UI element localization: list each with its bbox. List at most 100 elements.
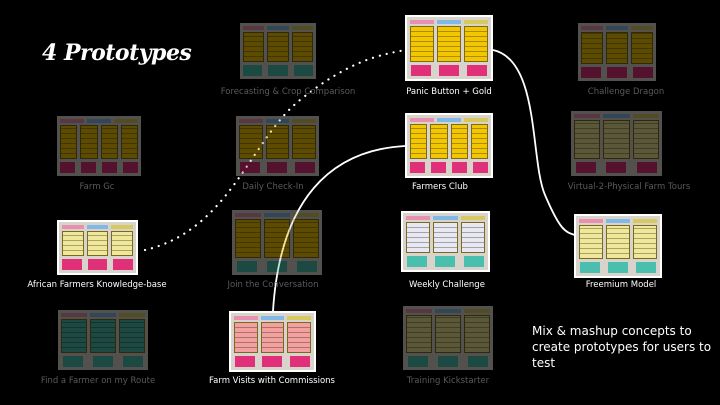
sticky-note <box>435 256 456 267</box>
sketch-sheet <box>433 222 458 253</box>
sketch-sheet <box>464 315 490 353</box>
sketch-sheet <box>579 225 603 259</box>
sticky-note <box>262 356 283 367</box>
sticky-note <box>123 162 138 173</box>
sticky-note <box>295 162 316 173</box>
concept-label: Farm Visits with Commissions <box>209 376 335 386</box>
sketch-sheet <box>60 125 78 159</box>
sticky-note <box>606 162 627 173</box>
sticky-note <box>452 162 467 173</box>
sticky-note <box>113 259 134 270</box>
sticky-note <box>438 356 458 367</box>
concept-thumbnail <box>229 311 316 372</box>
sketch-sheet <box>235 219 261 258</box>
sticky-note <box>576 162 597 173</box>
concept-label: Forecasting & Crop Comparison <box>220 87 356 97</box>
sticky-note <box>410 162 425 173</box>
sticky-note <box>60 162 75 173</box>
sticky-note <box>81 162 96 173</box>
sketch-sheet <box>265 125 290 159</box>
sticky-note <box>290 356 311 367</box>
connector-panic-to-freemium <box>492 49 576 236</box>
sketch-sheet <box>62 231 84 256</box>
sketch-sheet <box>632 120 659 159</box>
sticky-note <box>102 162 117 173</box>
sketch-sheet <box>430 124 448 159</box>
sketch-sheet <box>111 231 134 256</box>
sketch-sheet <box>435 315 461 353</box>
concept-label: Find a Farmer on my Route <box>40 376 156 386</box>
concept-label: African Farmers Knowledge-base <box>27 280 167 290</box>
sticky-note <box>636 262 656 273</box>
sketch-sheet <box>464 26 488 62</box>
sketch-sheet <box>61 319 87 353</box>
sketch-sheet <box>86 231 109 256</box>
concept-thumbnail <box>578 23 656 81</box>
sketch-sheet <box>90 319 116 353</box>
sticky-note <box>63 356 83 367</box>
sticky-note <box>608 262 628 273</box>
sketch-sheet <box>437 26 461 62</box>
sketch-sheet <box>406 222 431 253</box>
concept-label: Training Kickstarter <box>406 376 490 386</box>
sketch-sheet <box>243 32 265 62</box>
concept-label: Weekly Challenge <box>409 280 485 290</box>
sticky-note <box>268 65 288 76</box>
sketch-sheet <box>406 315 432 353</box>
sketch-sheet <box>120 125 138 159</box>
concept-thumbnail <box>574 214 662 278</box>
sticky-note <box>411 65 431 76</box>
sketch-sheet <box>287 322 312 353</box>
sticky-note <box>439 65 459 76</box>
sketch-sheet <box>606 32 628 64</box>
sketch-sheet <box>574 120 601 159</box>
sticky-note <box>123 356 143 367</box>
sticky-note <box>408 356 428 367</box>
sticky-note <box>87 259 108 270</box>
sticky-note <box>239 162 260 173</box>
sticky-note <box>243 65 263 76</box>
sticky-note <box>267 162 288 173</box>
concept-thumbnail <box>571 111 662 176</box>
concept-label: Freemium Model <box>585 280 657 290</box>
sticky-note <box>633 67 653 78</box>
sticky-note <box>407 256 428 267</box>
sketch-sheet <box>119 319 145 353</box>
sketch-sheet <box>470 124 488 159</box>
sticky-note <box>267 261 287 272</box>
concept-label: Challenge Dragon <box>587 87 665 97</box>
sticky-note <box>234 356 255 367</box>
sketch-sheet <box>80 125 98 159</box>
concept-label: Panic Button + Gold <box>406 87 492 97</box>
sketch-sheet <box>239 125 263 159</box>
sketch-sheet <box>633 225 657 259</box>
sticky-note <box>297 261 317 272</box>
concept-thumbnail <box>57 220 138 275</box>
sketch-sheet <box>603 120 630 159</box>
concept-label: Farmers Club <box>412 182 468 192</box>
sketch-sheet <box>292 125 317 159</box>
sticky-note <box>580 262 600 273</box>
concept-thumbnail <box>236 116 319 176</box>
concept-thumbnail <box>58 310 148 370</box>
sticky-note <box>463 256 484 267</box>
sticky-note <box>431 162 446 173</box>
sticky-note <box>607 67 627 78</box>
sticky-note <box>581 67 601 78</box>
sticky-note <box>62 259 82 270</box>
sticky-note <box>636 162 657 173</box>
sketch-sheet <box>234 322 258 353</box>
sketch-sheet <box>581 32 603 64</box>
concept-label: Join the Conversation <box>227 280 319 290</box>
sticky-note <box>467 65 487 76</box>
sketch-sheet <box>260 322 285 353</box>
sticky-note <box>293 65 313 76</box>
sticky-note <box>93 356 113 367</box>
slide-title: 4 Prototypes <box>42 40 192 66</box>
concept-thumbnail <box>240 23 316 79</box>
sticky-note <box>473 162 488 173</box>
sketch-sheet <box>100 125 118 159</box>
concept-thumbnail <box>57 116 141 176</box>
concept-label: Farm Gc <box>79 182 115 192</box>
